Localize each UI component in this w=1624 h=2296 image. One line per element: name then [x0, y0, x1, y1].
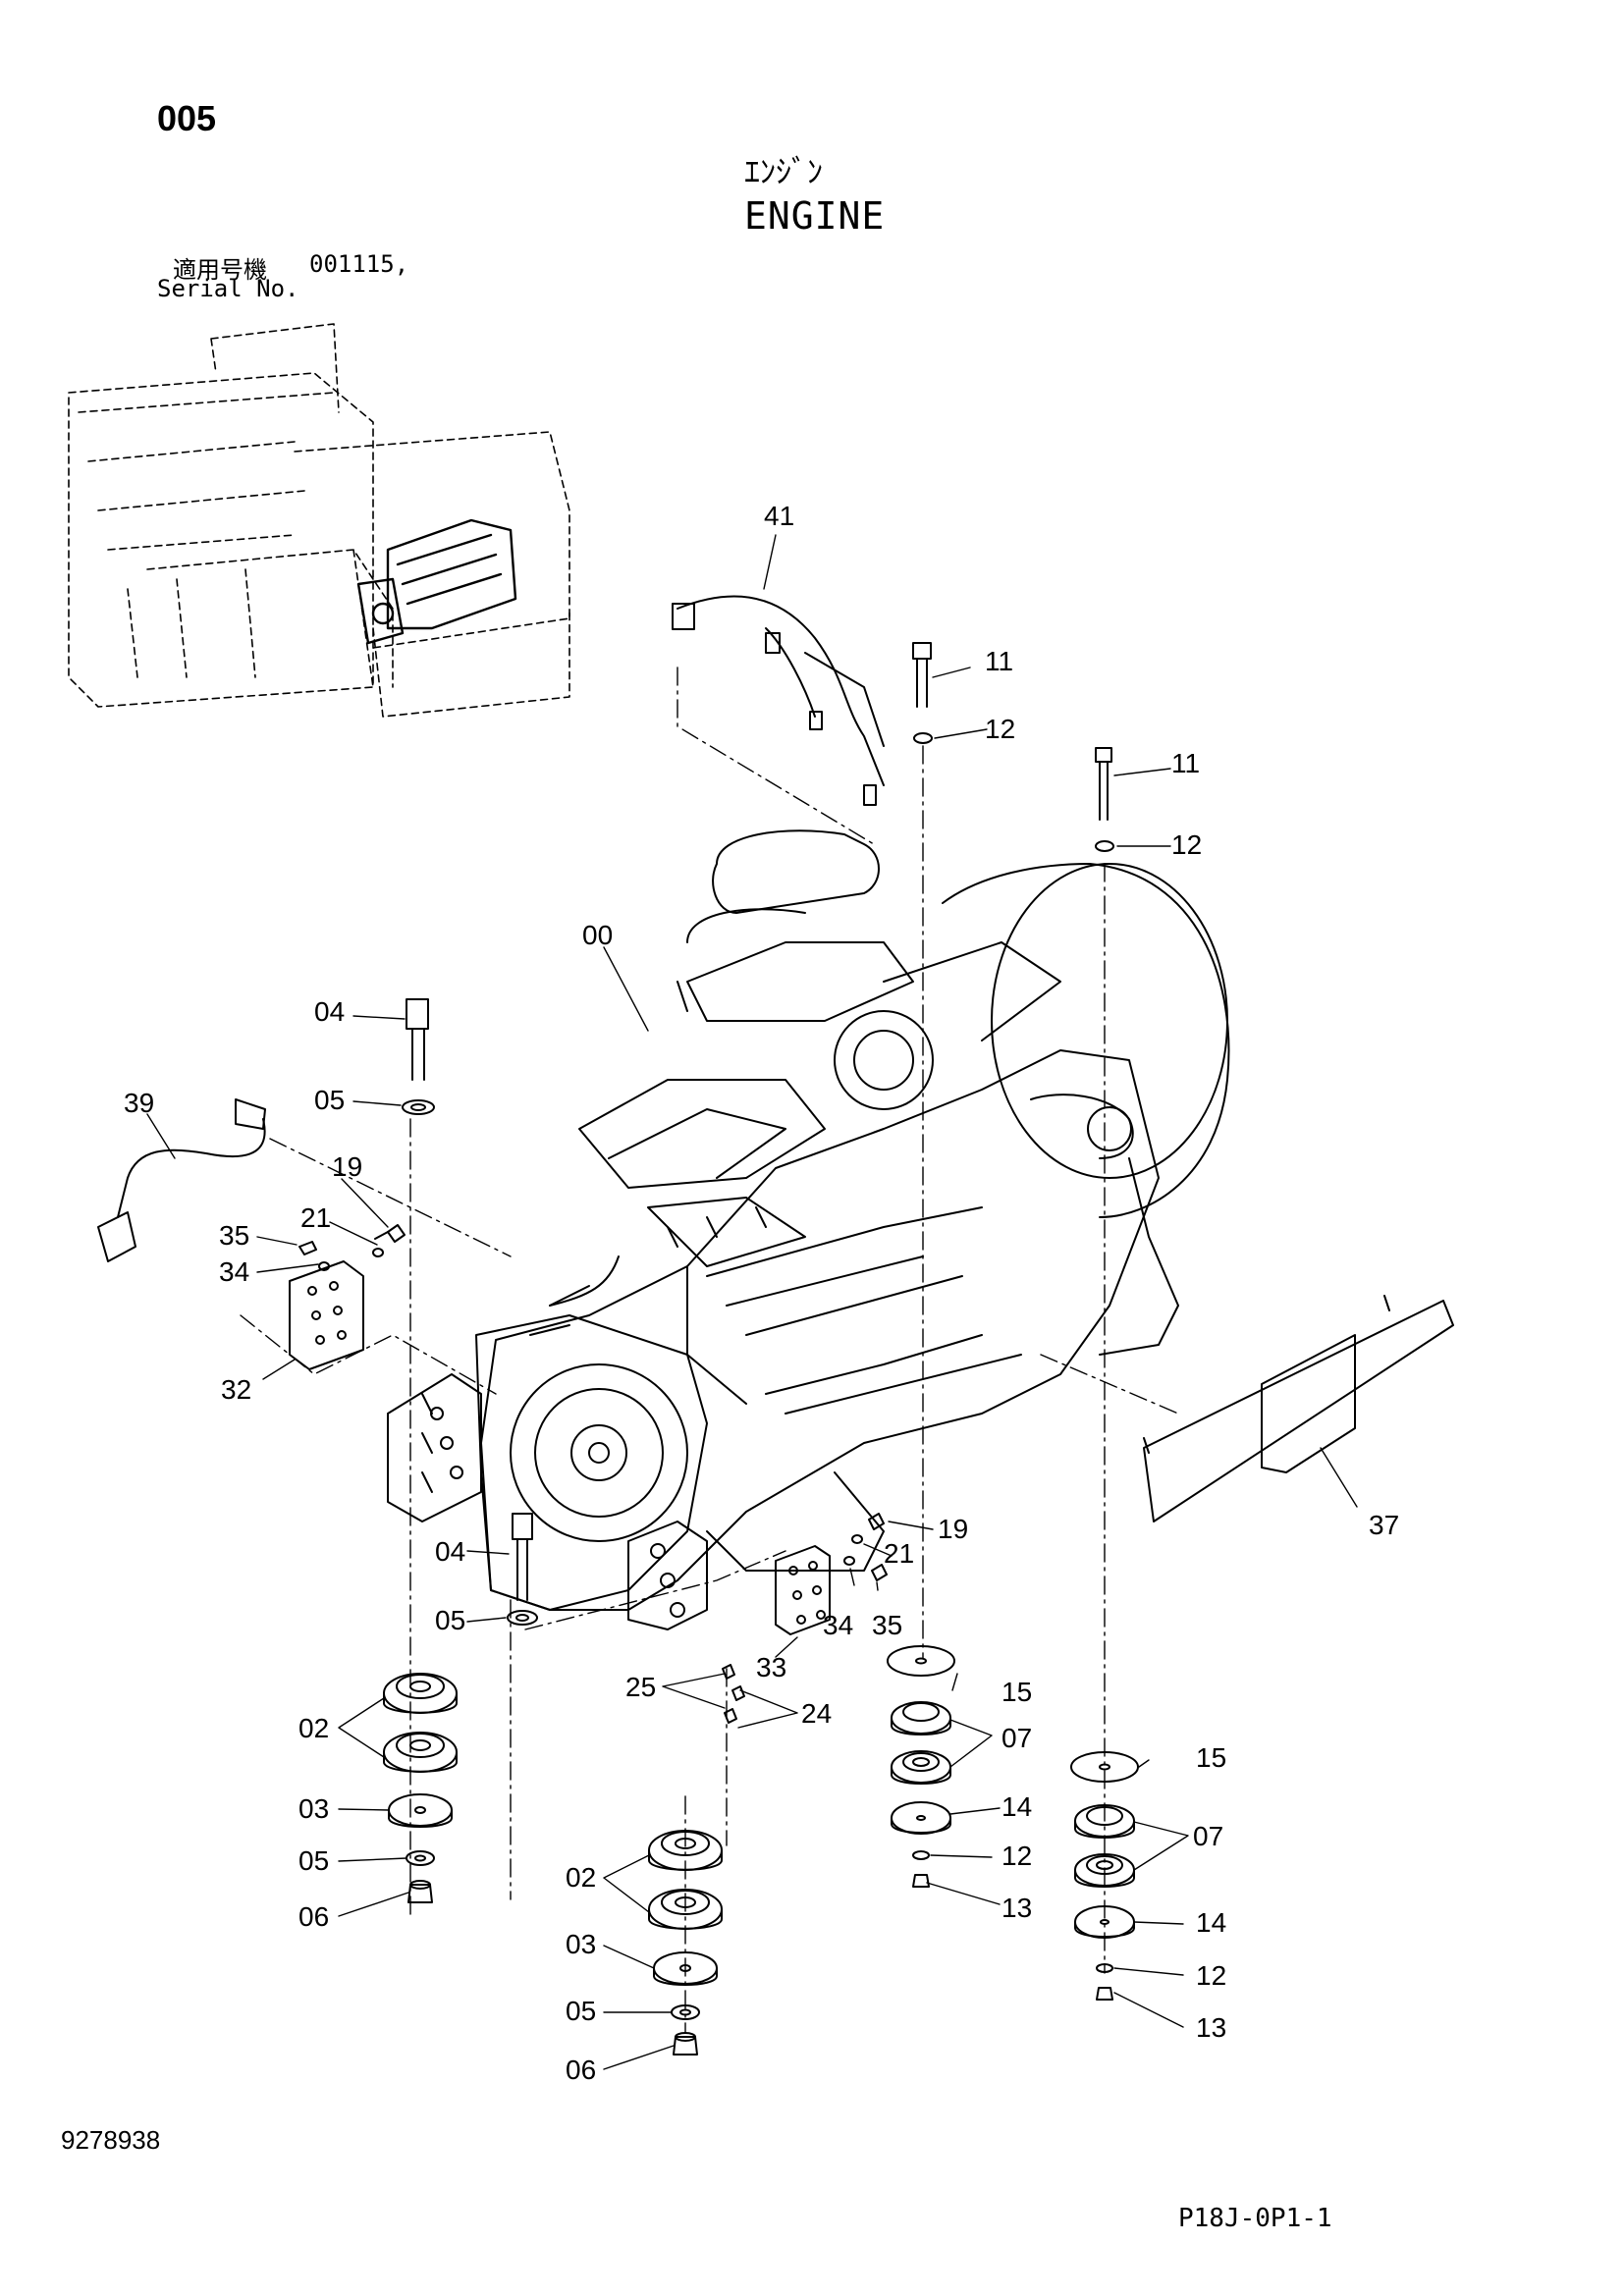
- front-bracket-right: [627, 1521, 708, 1630]
- callout-06-middle: 06: [566, 2055, 596, 2085]
- plate-32: [289, 1260, 364, 1370]
- callout-21-upper: 21: [300, 1202, 331, 1233]
- callout-05-lower: 05: [435, 1605, 465, 1635]
- callout-19-upper: 19: [332, 1151, 362, 1182]
- callout-14-right: 14: [1196, 1907, 1226, 1938]
- callout-03-middle: 03: [566, 1929, 596, 1959]
- bolt-11-left: [912, 642, 932, 708]
- page-number: 005: [157, 98, 217, 138]
- callout-15-middle: 15: [1001, 1677, 1032, 1707]
- callout-33: 33: [756, 1652, 786, 1682]
- mount-stack-right-b: [1070, 1751, 1139, 2001]
- front-bracket-left: [387, 1373, 482, 1522]
- callout-34-upper: 34: [219, 1256, 249, 1287]
- sensor-harness-39: [97, 1098, 266, 1262]
- serial-value: 001115,: [309, 250, 409, 278]
- callout-02-middle: 02: [566, 1862, 596, 1893]
- document-number: 9278938: [61, 2125, 161, 2155]
- callout-13-right: 13: [1196, 2012, 1226, 2043]
- callout-24: 24: [801, 1698, 832, 1729]
- callout-12-top: 12: [985, 714, 1015, 744]
- washer-05-upper: [402, 1099, 435, 1115]
- bracket-37: [1143, 1295, 1454, 1522]
- callout-leaders: [146, 534, 1358, 2070]
- callout-05-middle-stack: 05: [566, 1996, 596, 2026]
- title-japanese: ｴﾝｼﾞﾝ: [744, 153, 824, 190]
- callout-labels: 41 00 11 12 11 12 04 05 39 19 21 35 34 3…: [124, 501, 1399, 2085]
- callout-35-upper: 35: [219, 1220, 249, 1251]
- bolt-11-right: [1095, 747, 1112, 821]
- machine-overview-sketch: [68, 323, 570, 718]
- callout-05-upper: 05: [314, 1085, 345, 1115]
- plate-33: [775, 1545, 831, 1635]
- callout-37: 37: [1369, 1510, 1399, 1540]
- engine-assembly-00: [480, 829, 1179, 1611]
- mount-stack-right-a: [887, 1645, 955, 1888]
- washer-12-top-left: [913, 732, 933, 744]
- bolt-04-lower: [512, 1513, 533, 1601]
- callout-03-left: 03: [298, 1793, 329, 1824]
- serial-label-english: Serial No.: [157, 275, 299, 302]
- washer-05-lower: [507, 1610, 538, 1626]
- callout-41: 41: [764, 501, 794, 531]
- callout-19-lower: 19: [938, 1514, 968, 1544]
- callout-12-middle: 12: [1001, 1841, 1032, 1871]
- callout-02-left: 02: [298, 1713, 329, 1743]
- mount-stack-middle: [648, 1830, 723, 2056]
- mount-stack-left: [383, 1673, 458, 1903]
- callout-25: 25: [625, 1672, 656, 1702]
- callout-34-lower: 34: [823, 1610, 853, 1640]
- page-title: ENGINE: [744, 194, 886, 238]
- sheet-code: P18J-0P1-1: [1178, 2204, 1332, 2233]
- small-fasteners-lower: [722, 1513, 888, 1724]
- callout-04-lower: 04: [435, 1536, 465, 1567]
- callout-06-left: 06: [298, 1901, 329, 1932]
- callout-07-middle: 07: [1001, 1723, 1032, 1753]
- leader-lines: [240, 667, 1179, 2033]
- serial-label-japanese: 適用号機: [173, 256, 267, 284]
- callout-12-right-bottom: 12: [1196, 1960, 1226, 1991]
- callout-00: 00: [582, 920, 613, 950]
- callout-14-middle: 14: [1001, 1791, 1032, 1822]
- callout-11-right: 11: [1171, 748, 1200, 778]
- callout-15-right: 15: [1196, 1742, 1226, 1773]
- callout-21-lower: 21: [884, 1538, 914, 1569]
- washer-12-top-right: [1095, 840, 1114, 852]
- callout-35-lower: 35: [872, 1610, 902, 1640]
- callout-11-top: 11: [985, 646, 1013, 676]
- callout-07-right: 07: [1193, 1821, 1223, 1851]
- callout-05-left-stack: 05: [298, 1845, 329, 1876]
- callout-04-upper: 04: [314, 996, 345, 1027]
- callout-32: 32: [221, 1374, 251, 1405]
- small-fasteners-upper: [298, 1224, 406, 1271]
- flywheel-housing: [475, 1314, 708, 1611]
- callout-12-right: 12: [1171, 829, 1202, 860]
- callout-39: 39: [124, 1088, 154, 1118]
- bolt-04-upper: [406, 998, 429, 1081]
- callout-13-middle: 13: [1001, 1893, 1032, 1923]
- highlighted-engine-sketch: [356, 518, 517, 645]
- flywheel-disc: [942, 863, 1230, 1218]
- wiring-harness-41: [672, 595, 885, 806]
